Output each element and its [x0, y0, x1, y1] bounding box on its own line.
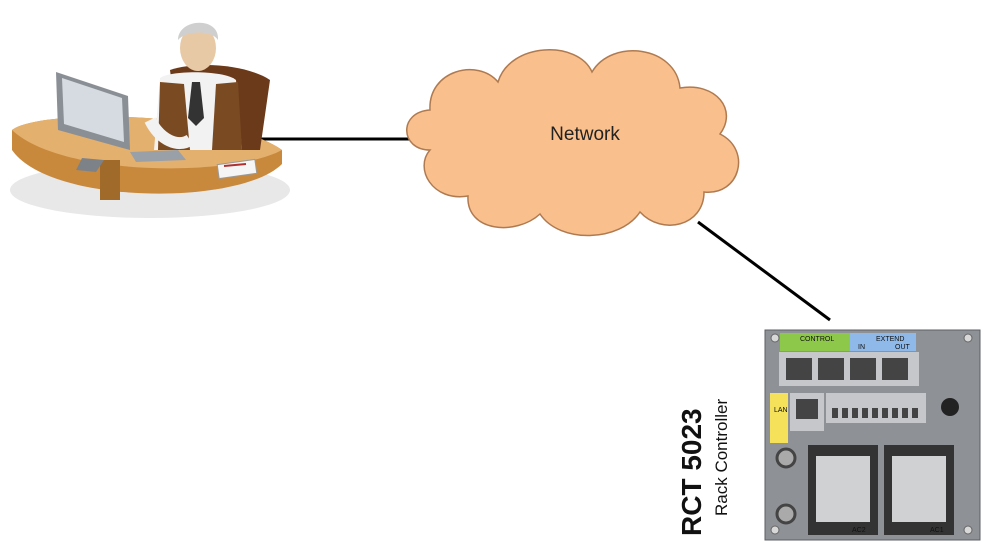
panel-label-in: IN — [858, 344, 865, 351]
network-label: Network — [550, 124, 620, 145]
panel-label-ac2: AC2 — [852, 527, 866, 534]
rack-controller-device-icon — [764, 329, 981, 541]
panel-label-out: OUT — [895, 344, 911, 351]
device-name: Rack Controller — [712, 398, 731, 516]
panel-label-ac1: AC1 — [930, 527, 944, 534]
cloud-icon — [406, 49, 740, 237]
panel-label-control: CONTROL — [800, 336, 834, 343]
device-title: RCT 5023 Rack Controller — [672, 330, 731, 540]
connector-network-device — [697, 220, 831, 322]
panel-label-extend: EXTEND — [876, 336, 904, 343]
device-model: RCT 5023 — [676, 408, 707, 536]
panel-label-lan: LAN — [774, 407, 788, 414]
person-at-computer-icon — [10, 22, 290, 218]
